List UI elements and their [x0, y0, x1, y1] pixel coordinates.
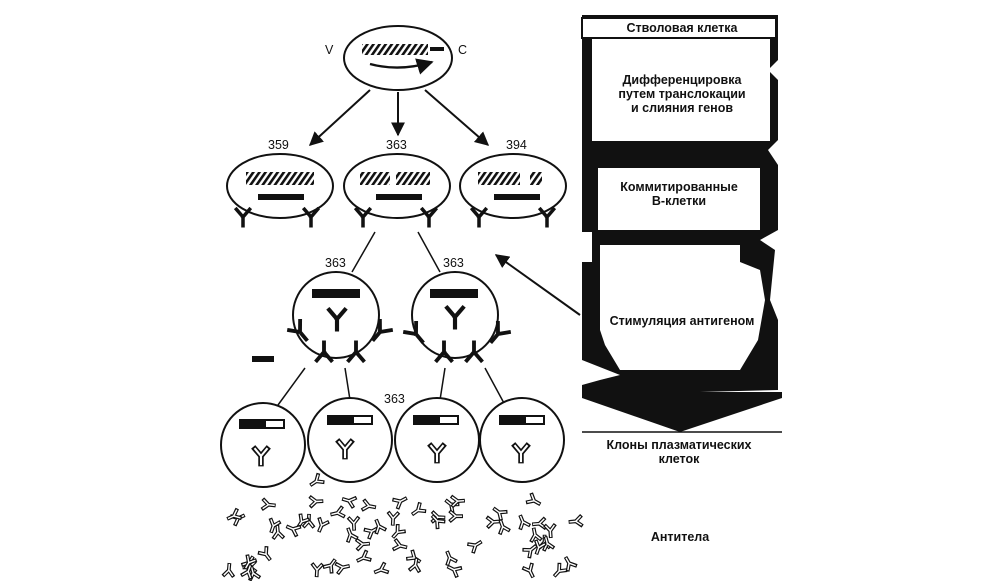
secreted-antibody — [220, 560, 237, 579]
secreted-antibody — [385, 509, 401, 528]
secreted-antibody — [309, 561, 325, 580]
stage-column — [581, 15, 782, 520]
stage-committed-b-cells: Коммитированные B-клетки — [620, 180, 738, 208]
stimulated-cell-right — [403, 271, 511, 363]
plasma-cells — [220, 397, 565, 488]
secreted-antibody — [307, 493, 326, 510]
arrows — [308, 89, 581, 316]
secreted-antibody — [390, 537, 411, 555]
arrow-to-394 — [424, 89, 490, 146]
secreted-antibody — [390, 491, 412, 511]
secreted-antibody — [359, 497, 379, 515]
plasma-cell-4 — [479, 397, 565, 483]
stage-differentiation: Дифференцировка путем транслокации и сли… — [618, 73, 746, 115]
clone-number-stimulated-left: 363 — [325, 256, 346, 270]
plasma-cell-3 — [394, 397, 480, 483]
antigen-arrow — [494, 254, 581, 316]
stage-panel-1 — [592, 36, 770, 141]
secreted-antibody — [440, 547, 459, 568]
stage-antigen-stimulation: Стимуляция антигеном — [609, 314, 755, 328]
clone-number-363: 363 — [386, 138, 407, 152]
clone-number-stimulated-right: 363 — [443, 256, 464, 270]
clone-number-359: 359 — [268, 138, 289, 152]
secreted-antibody — [370, 560, 391, 580]
secreted-antibody — [548, 560, 570, 582]
secreted-antibody — [338, 491, 359, 510]
stimulated-cells — [252, 271, 511, 363]
secreted-antibody — [327, 504, 347, 522]
recombination-arrow — [369, 58, 434, 75]
stem-cell — [343, 25, 453, 91]
secreted-antibody — [223, 506, 244, 526]
stage-antibodies: Антитела — [650, 530, 710, 544]
clone-number-394: 394 — [506, 138, 527, 152]
gene-label-c: C — [458, 43, 468, 57]
committed-b-cells — [226, 153, 567, 228]
secreted-antibody — [524, 491, 545, 511]
secreted-antibody — [526, 524, 544, 544]
plasma-cell-2 — [307, 397, 393, 483]
lineage-lines — [277, 231, 506, 406]
stage-panel-2 — [598, 168, 760, 230]
plasma-cell-1 — [220, 402, 306, 488]
secreted-antibody — [407, 500, 429, 521]
secreted-antibody — [520, 561, 540, 582]
b-cell-363 — [343, 153, 451, 228]
secreted-antibody — [386, 522, 408, 544]
secreted-antibody — [447, 508, 465, 524]
clone-number-plasma: 363 — [384, 392, 405, 406]
b-cell-359 — [226, 153, 334, 228]
stimulated-cell-left — [287, 271, 393, 363]
secreted-antibody — [465, 535, 487, 556]
secreted-antibody — [305, 471, 327, 492]
stage-gap — [582, 232, 592, 262]
secreted-antibody — [352, 548, 374, 568]
stage-antibody-box — [582, 490, 722, 520]
stage-stem-cell: Стволовая клетка — [626, 21, 738, 35]
stage-panel-3 — [600, 245, 765, 370]
secreted-antibody — [311, 515, 331, 537]
secreted-antibody — [333, 558, 353, 576]
stray-mark — [252, 356, 274, 362]
secreted-antibody — [256, 544, 277, 566]
gene-label-v: V — [325, 43, 334, 57]
stage-plasma-clones: Клоны плазматических клеток — [606, 438, 752, 466]
stage-strip — [581, 17, 777, 39]
secreted-antibody — [354, 536, 373, 553]
arrow-to-359 — [308, 89, 371, 146]
secreted-antibody — [488, 501, 510, 523]
secreted-antibody — [259, 496, 279, 513]
secreted-antibody — [513, 511, 533, 532]
secreted-antibody — [566, 513, 585, 530]
secreted-antibodies — [220, 471, 585, 583]
b-cell-394 — [459, 153, 567, 228]
